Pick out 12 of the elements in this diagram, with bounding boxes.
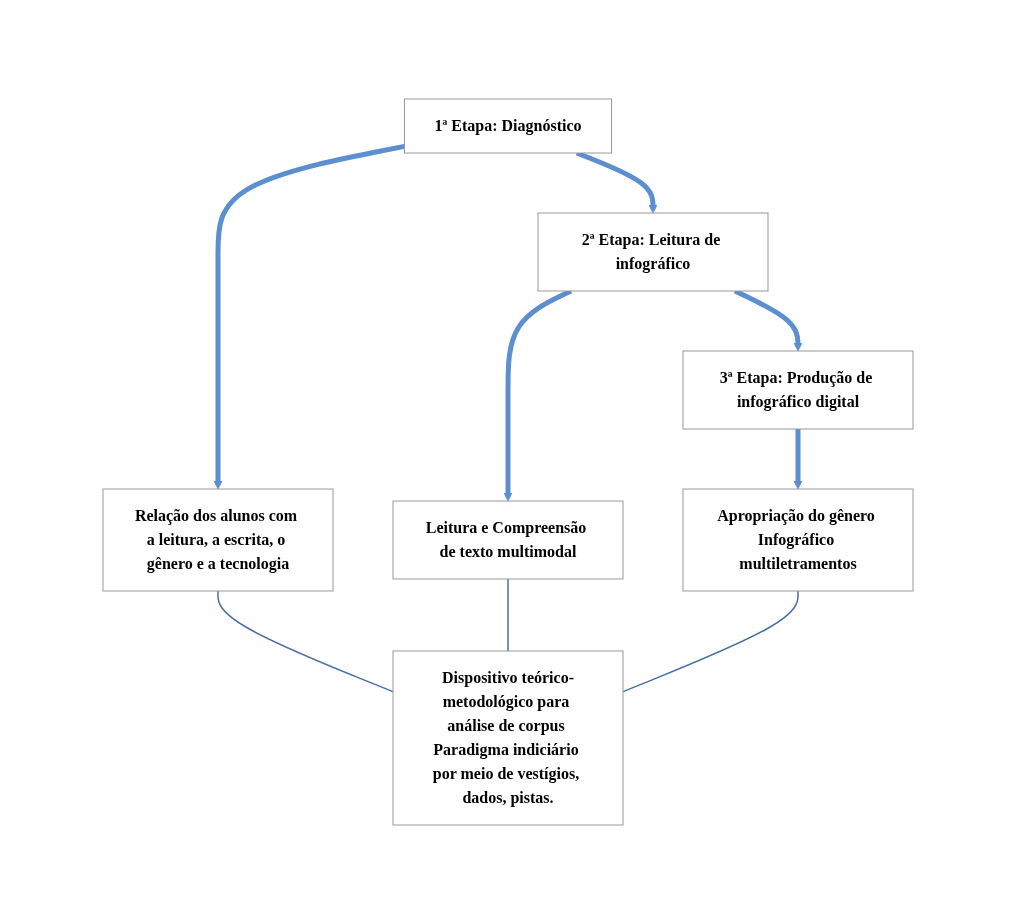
node-box: 2ª Etapa: Leitura de infográfico [537,212,769,292]
arrow [213,143,405,490]
connector [217,590,394,693]
node-box: Leitura e Compreensão de texto multimodal [392,500,624,580]
node-box: 1ª Etapa: Diagnóstico [404,98,612,154]
node-box: Dispositivo teórico-metodológico para análise de corpus Paradigma indiciário por meio de vestígios, dados, pistas. [392,650,624,826]
node-box: Relação dos alunos com a leitura, a escrita, o gênero e a tecnologia [102,488,334,592]
connector [622,590,799,693]
arrow [793,429,803,490]
node-box: Apropriação do gênero Infográfico multiletramentos [682,488,914,592]
node-box: 3ª Etapa: Produção de infográfico digital [682,350,914,430]
connector [507,578,509,652]
